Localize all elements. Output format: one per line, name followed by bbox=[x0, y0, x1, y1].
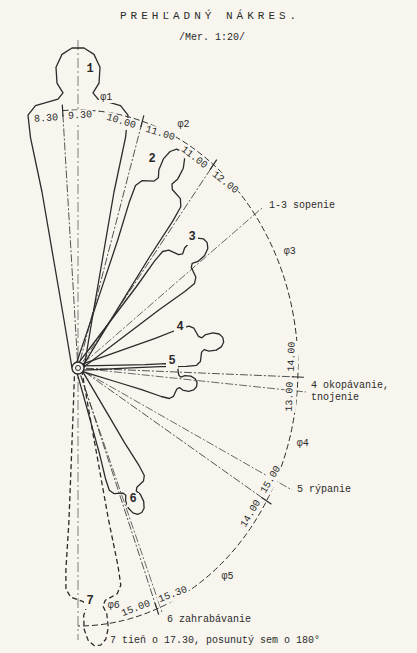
shadow-figure: 6 bbox=[127, 493, 138, 506]
time-tick bbox=[141, 115, 144, 127]
shadow-outline bbox=[78, 326, 224, 370]
diagram-caption: 7 tieň o 17.30, posunutý sem o 180° bbox=[109, 635, 321, 647]
angle-label: φ5 bbox=[221, 571, 235, 583]
time-label: 14.00 bbox=[285, 340, 298, 372]
activity-note: 5 rýpanie bbox=[296, 484, 352, 496]
time-tick bbox=[155, 603, 159, 614]
shadow-outline bbox=[28, 48, 128, 368]
callout-number: 5 bbox=[166, 355, 177, 368]
time-label: 13.00 bbox=[284, 380, 297, 412]
callout-number: 7 bbox=[84, 595, 95, 608]
time-label: 15.00 bbox=[119, 598, 153, 620]
scale-label: /Mer. 1:20/ bbox=[178, 32, 246, 44]
axis-line bbox=[78, 40, 79, 640]
activity-note: 4 okopávanie, tnojenie bbox=[310, 380, 412, 403]
shadow-outline bbox=[76, 238, 208, 370]
callout-number: 6 bbox=[127, 493, 138, 506]
shadow-outline bbox=[76, 367, 144, 514]
time-label: 9.30 bbox=[67, 110, 94, 123]
callout-number: 2 bbox=[146, 153, 157, 166]
pivot-symbol bbox=[76, 366, 81, 371]
time-label: 8.30 bbox=[33, 112, 60, 125]
callout-number: 3 bbox=[186, 231, 197, 244]
shadow-figure: 1 bbox=[84, 63, 95, 76]
activity-note: 1-3 sopenie bbox=[268, 200, 336, 212]
diagram-title: PREHĽADNÝ NÁKRES. bbox=[119, 10, 301, 23]
leader-line bbox=[84, 208, 262, 363]
activity-note: 6 zahrabávanie bbox=[166, 614, 252, 626]
shadow-figure: 7 bbox=[84, 595, 95, 608]
angle-label: φ1 bbox=[99, 92, 113, 104]
shadow-figure: 2 bbox=[146, 153, 157, 166]
time-arc bbox=[63, 110, 298, 626]
angle-label: φ2 bbox=[176, 119, 190, 131]
shadow-outline bbox=[66, 368, 121, 646]
time-tick bbox=[62, 105, 64, 117]
callout-number: 4 bbox=[174, 321, 185, 334]
callout-number: 1 bbox=[84, 63, 95, 76]
time-label: 11.00 bbox=[143, 123, 177, 143]
time-label: 15.30 bbox=[156, 584, 190, 606]
radial-line bbox=[85, 372, 265, 500]
leader-line bbox=[85, 372, 292, 490]
shadow-figure: 3 bbox=[186, 231, 197, 244]
time-tick bbox=[292, 376, 304, 378]
angle-label: φ3 bbox=[283, 246, 297, 258]
shadow-outline bbox=[75, 149, 184, 369]
angle-label: φ4 bbox=[296, 438, 310, 450]
time-label: 12.00 bbox=[209, 168, 241, 197]
shadow-figure: 5 bbox=[166, 355, 177, 368]
radial-line bbox=[81, 375, 156, 606]
angle-label: φ6 bbox=[107, 600, 121, 612]
pivot-symbol bbox=[72, 362, 84, 374]
shadow-figure: 4 bbox=[174, 321, 185, 334]
